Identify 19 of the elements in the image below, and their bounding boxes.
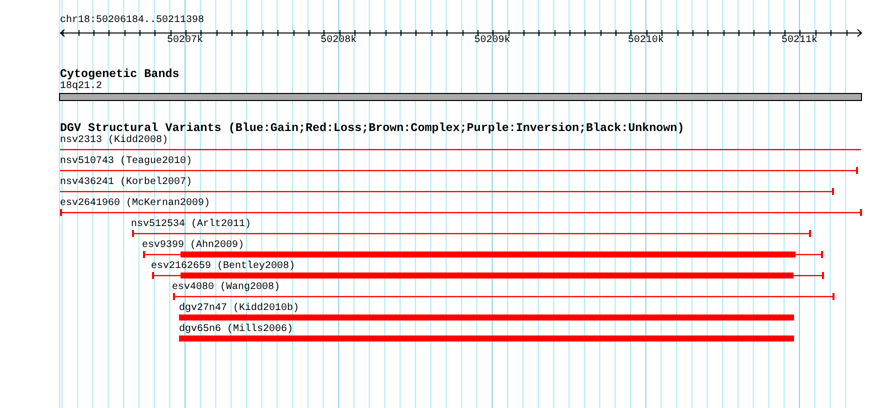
feature-label: esv2641960 (McKernan2009) — [60, 198, 210, 210]
scale-label: 50210k — [628, 34, 664, 46]
scale-label: 50207k — [167, 34, 204, 46]
feature-label: dgv27n47 (Kidd2010b) — [179, 302, 300, 315]
track-title: DGV Structural Variants (Blue:Gain;Red:Loss;Brown:Complex;Purple:Inversion;Black:Unknown) — [60, 121, 684, 135]
scale-label: 50208k — [320, 34, 357, 46]
location-label: chr18:50206184..50211398 — [60, 15, 204, 27]
feature-label: nsv2313 (Kidd2008) — [60, 134, 168, 147]
feature-label: nsv436241 (Korbel2007) — [60, 176, 192, 189]
feature-label: esv9399 (Ahn2009) — [142, 240, 244, 252]
scale-label: 50211k — [781, 34, 818, 46]
feature-label: nsv512534 (Arlt2011) — [131, 218, 252, 231]
feature-label: nsv510743 (Teague2010) — [60, 156, 192, 168]
band-label: 18q21.2 — [60, 81, 102, 94]
feature-label: dgv65n6 (Mills2006) — [179, 324, 294, 336]
feature-label: esv4080 (Wang2008) — [172, 282, 280, 294]
feature-label: esv2162659 (Bentley2008) — [151, 260, 296, 273]
track-title: Cytogenetic Bands — [60, 67, 180, 81]
scale-label: 50209k — [474, 34, 510, 46]
